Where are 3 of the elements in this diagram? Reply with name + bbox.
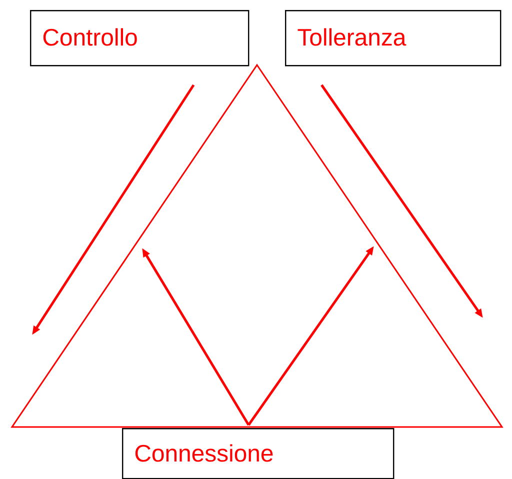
label-box: Tolleranza (285, 10, 502, 66)
label-box: Controllo (30, 10, 250, 66)
label-box: Connessione (122, 428, 394, 479)
